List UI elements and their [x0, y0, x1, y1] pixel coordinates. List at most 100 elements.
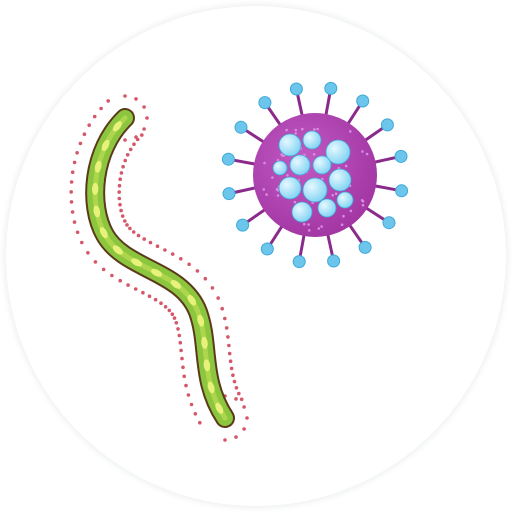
halo-dot [132, 142, 136, 146]
bacterium-spot [112, 245, 123, 255]
spike-tip [382, 216, 396, 230]
surface-dot [312, 153, 316, 156]
surface-dot [286, 174, 289, 177]
bacterium-spot [131, 258, 143, 267]
bacterium-spot [187, 294, 197, 306]
halo-dot [184, 383, 188, 388]
halo-dot [237, 391, 241, 396]
bacterium-spots [91, 121, 224, 414]
bacterium-spot [201, 336, 208, 349]
spike-tip [292, 255, 306, 269]
halo-dot [198, 420, 202, 425]
halo-dot [75, 151, 79, 155]
surface-dot [276, 194, 280, 197]
halo-dot [227, 351, 232, 356]
vesicle [336, 191, 354, 209]
surface-dot [349, 130, 352, 133]
halo-dot [145, 116, 149, 120]
spike-tip [260, 242, 274, 256]
halo-dot [70, 210, 75, 214]
virus-particle [221, 81, 409, 269]
bacterium-spot [207, 381, 215, 394]
surface-dot [294, 128, 298, 132]
halo-dot [75, 230, 80, 235]
halo-dot [223, 438, 227, 442]
surface-dot [361, 150, 364, 153]
halo-dot [163, 248, 167, 252]
vesicle [289, 154, 311, 176]
spike-tip [289, 82, 303, 96]
surface-dot [340, 223, 344, 226]
spike-tip [234, 120, 248, 134]
halo-dot [119, 208, 123, 213]
halo-dot [203, 276, 208, 281]
halo-dot [187, 262, 191, 267]
halo-dot [242, 427, 246, 431]
halo-dot [153, 297, 158, 302]
halo-dot [174, 321, 179, 325]
surface-dot [294, 132, 298, 135]
halo-dot [142, 127, 146, 131]
bacterium-spot [93, 205, 101, 218]
halo-dot [93, 260, 98, 264]
rod-bacterium [69, 94, 249, 442]
halo-dot [134, 97, 138, 101]
surface-dot [307, 223, 310, 226]
halo-dot [234, 397, 238, 401]
halo-dot [148, 240, 153, 245]
halo-dot [118, 177, 122, 181]
halo-dot [123, 94, 127, 98]
bacterium-halo-dots [69, 94, 249, 442]
surface-dot [313, 128, 316, 131]
halo-dot [136, 233, 141, 238]
halo-dot [170, 312, 175, 317]
halo-dot [69, 200, 74, 204]
halo-dot [234, 386, 239, 390]
bacterium-spot [151, 268, 163, 277]
bacterium-spot [215, 402, 224, 414]
halo-dot [106, 99, 110, 103]
surface-dot [307, 229, 311, 232]
vesicle [291, 201, 313, 223]
surface-dot [280, 153, 284, 156]
halo-dot [121, 164, 125, 169]
halo-dot [181, 365, 185, 370]
vesicle [278, 176, 302, 200]
spike-tip [380, 118, 394, 132]
surface-dot [293, 200, 297, 204]
bacterium-spot [112, 121, 122, 132]
halo-dot [229, 366, 234, 371]
halo-dot [80, 240, 84, 245]
spike-tip [327, 254, 341, 268]
vesicle [317, 198, 337, 218]
halo-dot [159, 301, 163, 306]
vesicle [312, 155, 332, 175]
surface-dot [263, 161, 266, 165]
halo-dot [117, 190, 121, 194]
spike-tip [324, 81, 338, 95]
halo-dot [117, 196, 122, 201]
surface-dot [262, 188, 266, 191]
halo-dot [123, 158, 127, 163]
spike-tip [394, 149, 408, 163]
bacterium-spot [101, 139, 110, 152]
halo-dot [72, 220, 77, 224]
halo-dot [179, 257, 183, 261]
spike-tip [221, 152, 235, 166]
halo-dot [117, 183, 122, 188]
halo-dot [178, 340, 183, 345]
halo-dot [119, 171, 124, 175]
halo-dot [128, 226, 132, 231]
surface-dot [317, 227, 321, 230]
halo-dot [216, 296, 220, 300]
surface-dot [271, 176, 274, 179]
virus-spikes [221, 81, 409, 269]
spike-tip [222, 187, 236, 201]
halo-dot [120, 214, 125, 218]
halo-dot [226, 335, 230, 339]
halo-dot [186, 393, 191, 397]
halo-dot [163, 305, 168, 309]
halo-dot [170, 252, 175, 256]
halo-dot [182, 374, 186, 379]
